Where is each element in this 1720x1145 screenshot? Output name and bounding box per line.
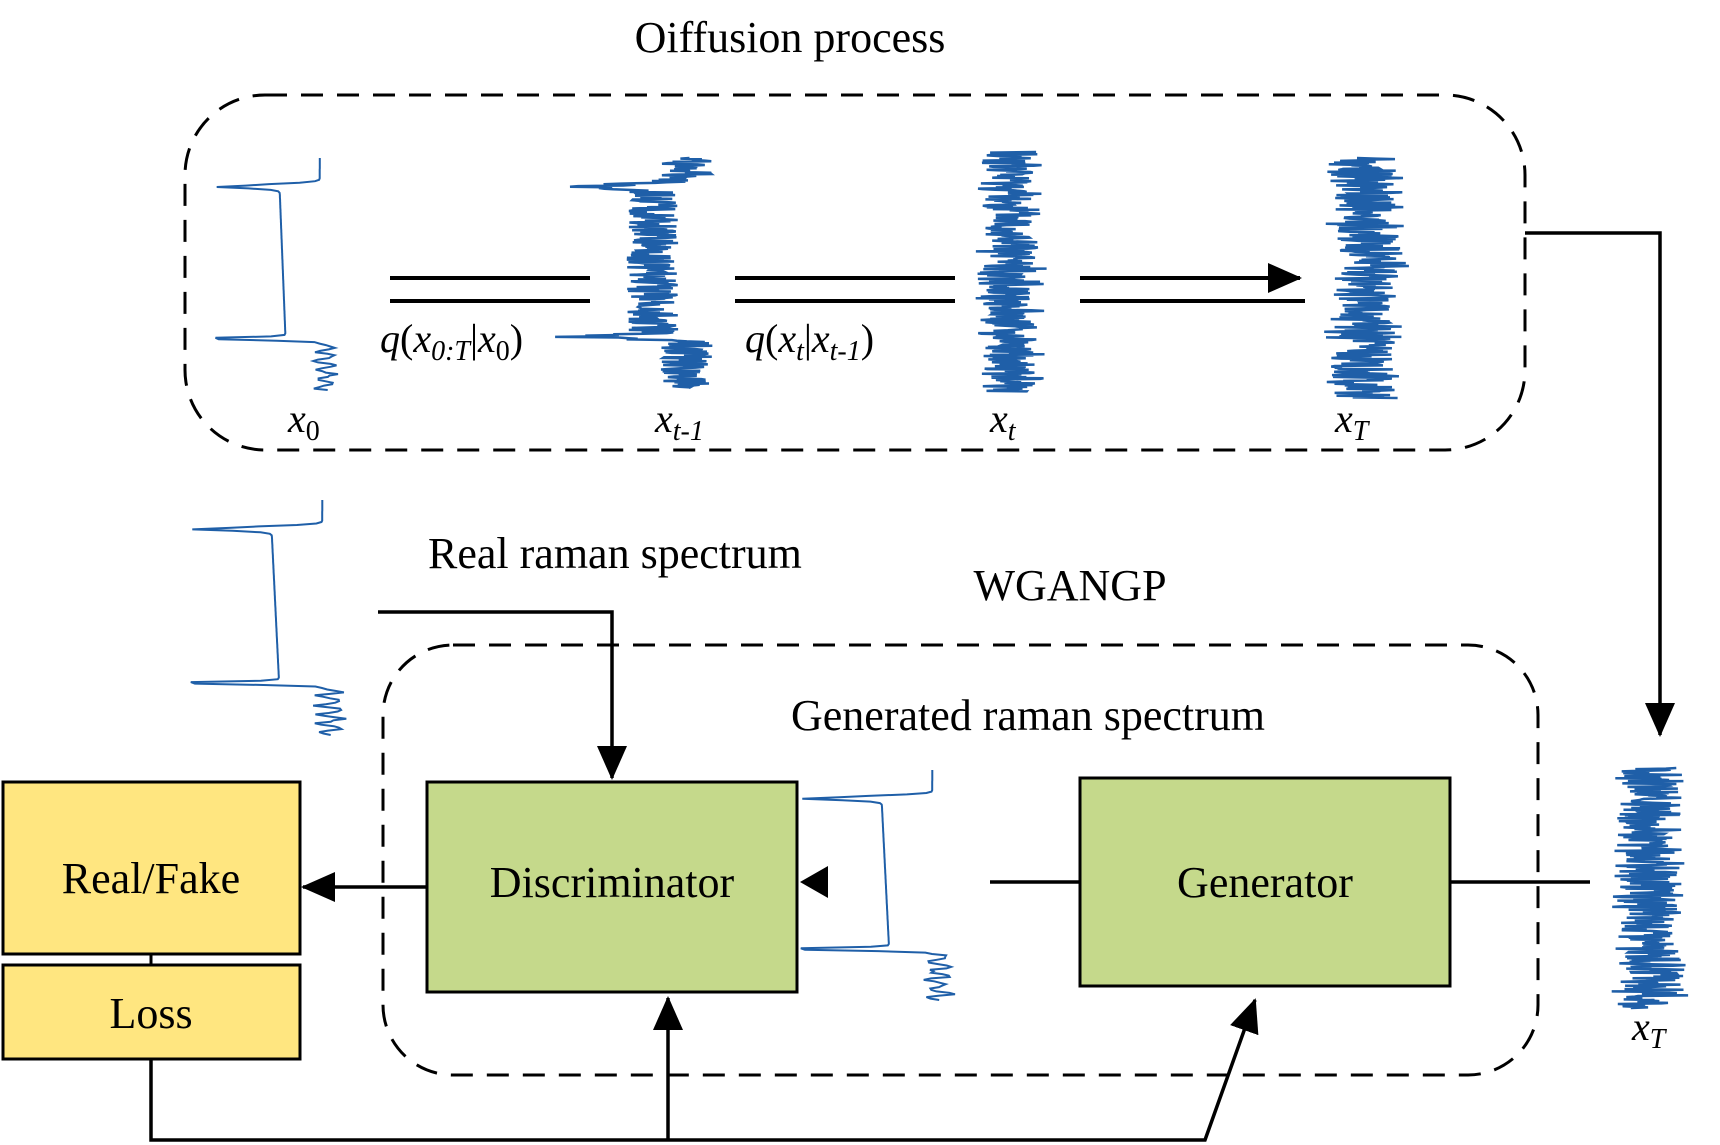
spectrum-generated xyxy=(800,770,956,1001)
spec-xt-trace xyxy=(975,150,1047,393)
formula-q-x0T-given-x0: q(x0:T|x0) xyxy=(380,316,523,367)
spectrum-xt xyxy=(975,150,1047,393)
spec-gen-trace xyxy=(800,770,956,1001)
spectrum-xT xyxy=(1324,156,1409,400)
spec-xt1-trace xyxy=(555,156,715,390)
spec-input-trace xyxy=(1611,766,1689,1010)
spectrum-input-xT xyxy=(1611,766,1689,1010)
stage-label-xt: xt xyxy=(989,396,1017,447)
real-raman-spectrum-label: Real raman spectrum xyxy=(428,529,802,578)
real-to-discriminator-arrow xyxy=(378,610,627,780)
stage-label-x0: x0 xyxy=(287,396,320,447)
spec-x0-trace xyxy=(215,158,339,391)
spectrum-to-discriminator-arrowhead xyxy=(800,866,828,898)
loss-box xyxy=(1,963,302,1061)
spectrum-real xyxy=(190,500,347,736)
spectrum-xt-minus-1 xyxy=(555,156,715,390)
input-label-xT: xT xyxy=(1631,1004,1668,1055)
stage-label-xT: xT xyxy=(1334,396,1371,447)
wgangp-title: WGANGP xyxy=(973,561,1166,610)
real-fake-label: Real/Fake xyxy=(62,854,240,903)
loss-feedback-line xyxy=(149,998,1259,1142)
generated-raman-spectrum-label: Generated raman spectrum xyxy=(791,691,1265,740)
loss-label: Loss xyxy=(109,989,192,1038)
diffusion-to-input-arrow xyxy=(1525,231,1675,737)
spectrum-x0 xyxy=(215,158,339,391)
stage-label-xt-minus-1: xt-1 xyxy=(654,396,704,447)
discriminator-label: Discriminator xyxy=(490,858,735,907)
diffusion-process-title: Oiffusion process xyxy=(635,13,946,62)
generator-label: Generator xyxy=(1177,858,1353,907)
generator-box xyxy=(1078,776,1452,988)
diffusion-process-container xyxy=(183,93,1527,452)
formula-q-xt-given-xt-1: q(xt|xt-1) xyxy=(745,316,874,367)
wgangp-container xyxy=(381,643,1540,1077)
spec-xT-trace xyxy=(1324,156,1409,400)
spec-real-trace xyxy=(190,500,347,736)
